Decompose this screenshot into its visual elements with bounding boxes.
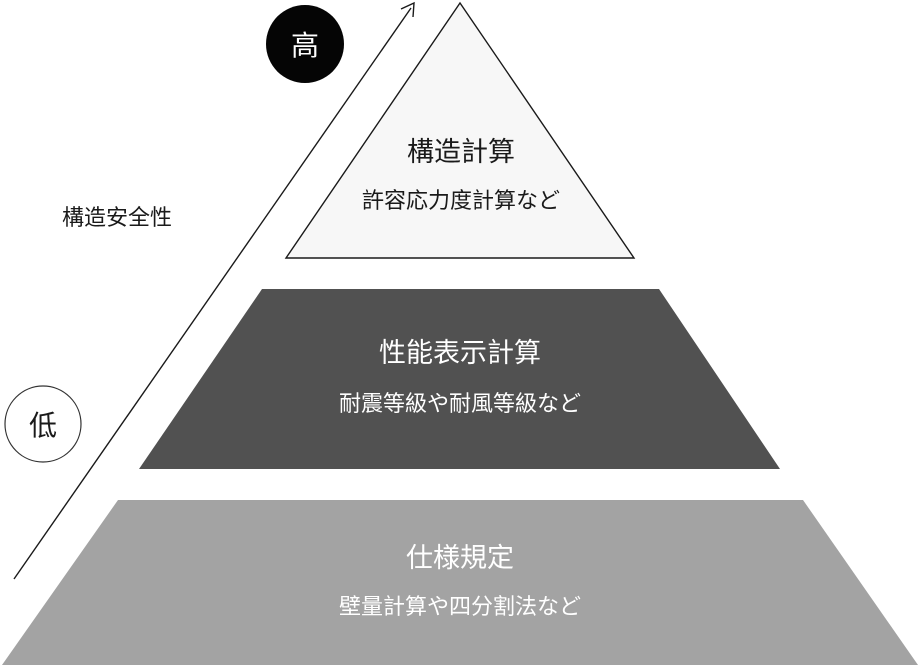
high-marker-label: 高: [291, 29, 319, 62]
bottom-tier-trapezoid: [2, 500, 918, 665]
bottom-tier-title: 仕様規定: [406, 543, 514, 574]
safety-axis-arrow-line: [13, 7, 412, 580]
bottom-tier-subtitle: 壁量計算や四分割法など: [339, 595, 581, 620]
safety-axis-arrow-head: [400, 1, 415, 18]
top-tier-triangle: [284, 1, 636, 259]
top-tier-title: 構造計算: [407, 137, 515, 168]
middle-tier-trapezoid: [139, 289, 780, 469]
low-marker-circle: [4, 385, 82, 463]
safety-axis-label: 構造安全性: [62, 206, 172, 231]
top-tier-subtitle: 許容応力度計算など: [362, 189, 560, 214]
low-marker-label: 低: [29, 409, 57, 442]
high-marker-circle: [266, 5, 344, 83]
middle-tier-subtitle: 耐震等級や耐風等級など: [339, 392, 581, 417]
middle-tier-title: 性能表示計算: [379, 338, 541, 369]
